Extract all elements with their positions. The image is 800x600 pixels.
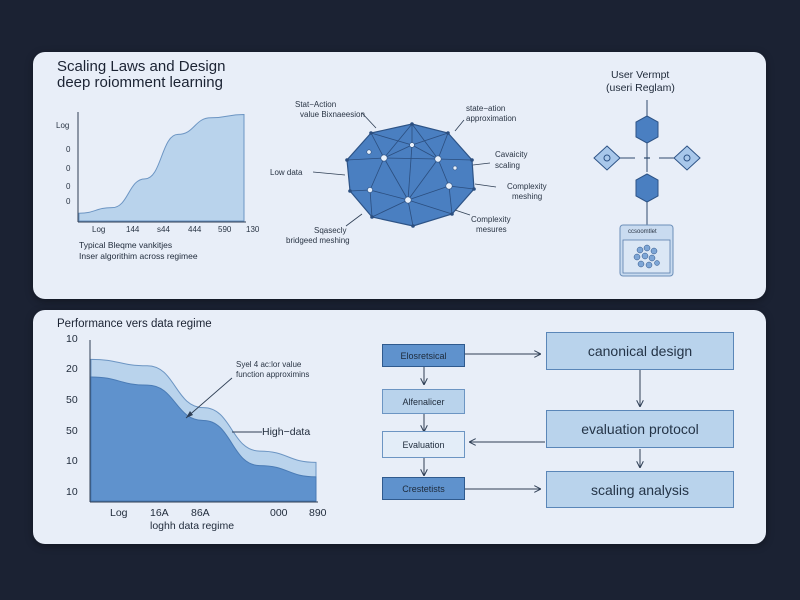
top-chart-x-tick: 590 <box>218 225 232 234</box>
bottom-x-tick: 86A <box>191 507 210 519</box>
annotation-arrow <box>185 377 233 419</box>
bottom-y-tick: 20 <box>66 363 78 375</box>
top-title-line2: deep roiomment learning <box>57 74 223 91</box>
high-data-label: High−data <box>262 426 311 438</box>
hexagon-node-bottom <box>635 173 659 203</box>
label-meshing: meshing <box>512 192 543 201</box>
diamond-node-right <box>673 145 701 171</box>
top-chart-x-tick: 130 <box>246 225 260 234</box>
label-capacity: Cavaicity <box>495 150 528 159</box>
user-title: User Vermpt <box>611 69 670 81</box>
bottom-y-tick: 50 <box>66 394 78 406</box>
user-card-cluster <box>633 244 660 269</box>
canonical-design-box[interactable]: canonical design <box>546 332 734 370</box>
flow-box-1[interactable]: Elosretsical <box>382 344 465 367</box>
bottom-chart-title: Performance vers data regime <box>57 318 212 330</box>
label-state-action: Stat−Action <box>295 100 337 109</box>
sphere-mesh <box>346 123 475 227</box>
label-approximation: approximation <box>466 114 517 123</box>
bottom-y-tick: 50 <box>66 425 78 437</box>
flow-box-4[interactable]: Crestetists <box>382 477 465 500</box>
top-chart-y-tick: 0 <box>66 182 71 191</box>
user-diagram-lines <box>620 100 674 225</box>
bottom-x-tick: 890 <box>309 507 327 519</box>
top-title-line1: Scaling Laws and Design <box>57 58 226 75</box>
label-scaling: scaling <box>495 161 520 170</box>
top-chart-x-tick: s44 <box>157 225 170 234</box>
label-complexity: Complexity <box>507 182 547 191</box>
top-chart-x-tick: Log <box>92 225 106 234</box>
diamond-left-eye <box>603 154 611 162</box>
top-chart-x-tick: 444 <box>188 225 202 234</box>
label-measures: mesures <box>476 225 507 234</box>
sphere-nodes <box>366 142 458 204</box>
hexagon-node-top <box>635 115 659 144</box>
top-chart-caption-1: Typical Bleqme vankitjes <box>79 240 173 250</box>
annotation-arrowhead <box>186 411 193 418</box>
top-chart-x-tick: 144 <box>126 225 140 234</box>
top-chart-y-tick: 0 <box>66 164 71 173</box>
bottom-area-dark <box>90 376 317 502</box>
diamond-right-eye <box>683 154 691 162</box>
scaling-analysis-box[interactable]: scaling analysis <box>546 471 734 508</box>
top-chart-y-label: Log <box>56 121 70 130</box>
top-chart-y-tick: 0 <box>66 197 71 206</box>
label-state-action-2: state−ation <box>466 104 506 113</box>
bottom-y-tick: 10 <box>66 486 78 498</box>
label-value-fn: value Bixnaeesion <box>300 110 365 119</box>
top-chart-caption-2: Inser algorithim across regimee <box>79 251 198 261</box>
bottom-y-tick: 10 <box>66 333 78 345</box>
sphere-leader-lines <box>312 112 497 227</box>
label-low-data: Low data <box>270 168 303 177</box>
user-subtitle: (useri Reglam) <box>606 82 675 94</box>
top-chart-y-tick: 0 <box>66 145 71 154</box>
annotation-line-2: function approximins <box>236 370 310 379</box>
bottom-x-tick: Log <box>110 507 128 519</box>
flow-box-2[interactable]: Alfenalicer <box>382 389 465 414</box>
flow-box-3[interactable]: Evaluation <box>382 431 465 458</box>
bottom-x-label: loghh data regime <box>150 520 235 532</box>
label-complexity-2: Complexity <box>471 215 511 224</box>
label-sparsity: Sqasecly <box>314 226 347 235</box>
sphere-vertices <box>345 122 476 228</box>
top-chart-area <box>78 113 245 222</box>
annotation-line-1: Syel 4 ac:lor value <box>236 360 302 369</box>
bottom-x-tick: 000 <box>270 507 288 519</box>
bottom-x-tick: 16A <box>150 507 169 519</box>
flow-arrows <box>424 354 640 489</box>
label-bridged: bridgeed meshing <box>286 236 350 245</box>
bottom-y-tick: 10 <box>66 455 78 467</box>
user-card-label: ccsoomtlet <box>628 229 657 235</box>
evaluation-protocol-box[interactable]: evaluation protocol <box>546 410 734 448</box>
diamond-node-left <box>593 145 621 171</box>
